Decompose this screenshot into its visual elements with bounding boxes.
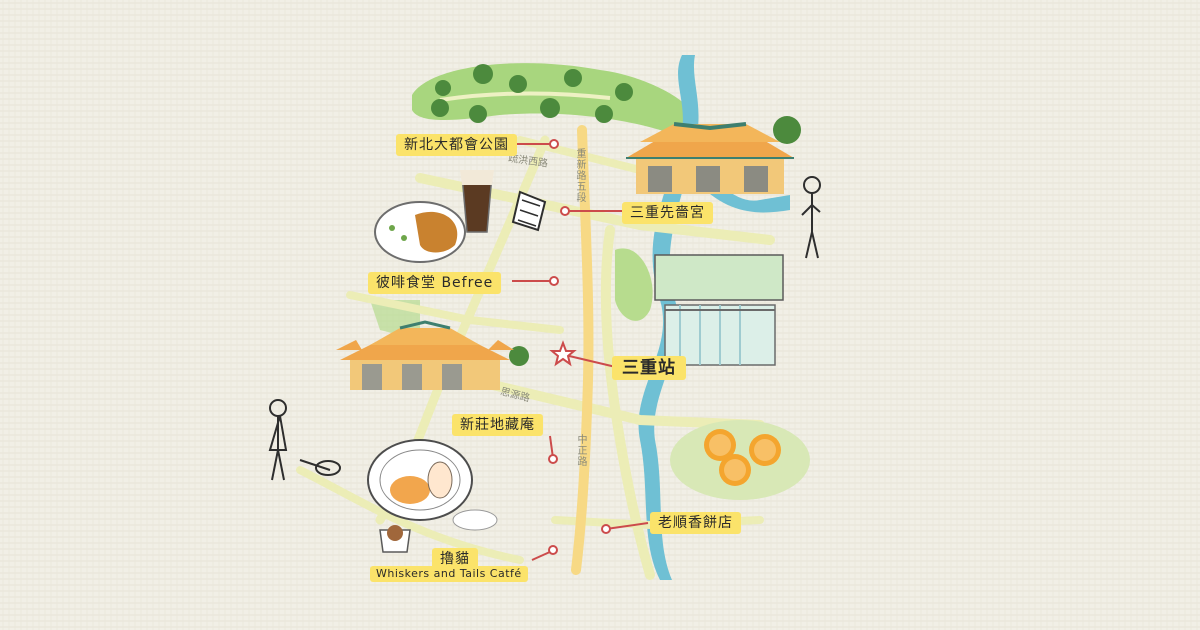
place-label-station[interactable]: 三重站 <box>612 356 686 380</box>
place-label-pastry[interactable]: 老順香餅店 <box>650 512 741 534</box>
place-label-cat-cafe[interactable]: 擼貓 <box>432 548 478 570</box>
place-label-befree[interactable]: 彼啡食堂 Befree <box>368 272 502 294</box>
place-label-dizang[interactable]: 新莊地藏庵 <box>452 414 543 436</box>
person-illustration <box>268 176 821 481</box>
green-strip <box>615 248 653 321</box>
park-trees <box>431 64 801 366</box>
river-branch <box>690 165 790 213</box>
cat-basket-illustration <box>367 439 498 553</box>
road-name-chongxin-5: 重新路五段 <box>574 148 585 203</box>
place-label-cat-cafe-en[interactable]: Whiskers and Tails Catfé <box>370 566 528 582</box>
food-illustration <box>374 170 494 263</box>
park-path <box>439 91 611 102</box>
temple-illustration <box>626 122 794 194</box>
place-label-sanchong-temple[interactable]: 三重先嗇宮 <box>622 202 713 224</box>
station-building <box>654 254 784 366</box>
map-pins <box>512 139 649 561</box>
road-name-zhongzheng: 中正路 <box>575 434 586 467</box>
temple-illustration-2 <box>336 320 514 390</box>
pastry-illustration <box>670 420 810 500</box>
office-building <box>511 190 547 232</box>
place-label-park[interactable]: 新北大都會公園 <box>396 134 517 156</box>
main-road <box>571 125 594 575</box>
